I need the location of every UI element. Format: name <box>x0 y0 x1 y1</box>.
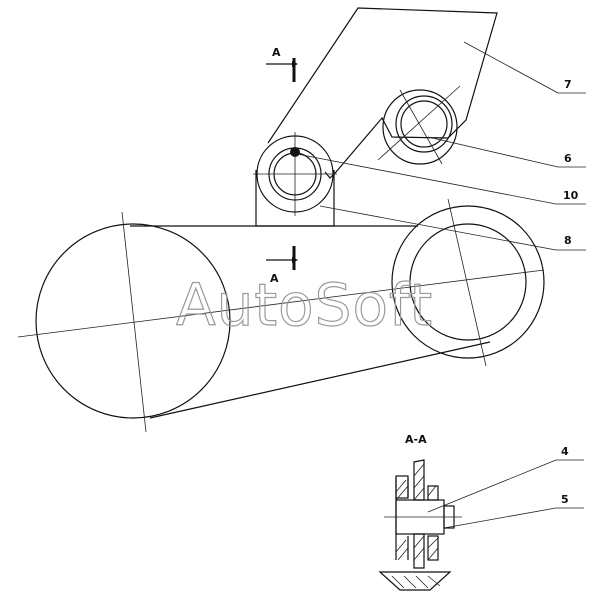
section-mark-top: A <box>266 46 298 82</box>
pivot-pin-dot <box>290 147 300 157</box>
center-line <box>17 269 545 338</box>
section-title: A-A <box>405 433 427 446</box>
callout-10: 10 <box>563 189 579 202</box>
bushing-inner <box>395 95 453 153</box>
small-pulley-outer <box>391 205 545 359</box>
callout-5: 5 <box>561 493 569 506</box>
section-view-a-a: A-A <box>378 433 462 591</box>
watermark: AutoSoft <box>176 271 433 339</box>
callout-6: 6 <box>564 152 572 165</box>
large-pulley <box>35 223 231 419</box>
callouts: 7 6 10 8 4 5 <box>296 41 586 529</box>
bushing-bore <box>400 100 448 148</box>
lever-plate <box>267 7 498 179</box>
callout-7: 7 <box>564 78 572 91</box>
pivot-assembly <box>253 132 337 216</box>
bushing-outer <box>382 89 458 165</box>
small-pulley-inner <box>409 223 527 341</box>
section-mark-bottom: A <box>266 246 298 285</box>
belt-bottom-run <box>149 341 491 419</box>
driven-pulley <box>391 198 545 367</box>
section-label-bottom: A <box>270 272 279 285</box>
section-label-top: A <box>272 46 281 59</box>
callout-8: 8 <box>564 234 572 247</box>
adjuster-bushing <box>377 85 461 165</box>
callout-4: 4 <box>561 445 569 458</box>
